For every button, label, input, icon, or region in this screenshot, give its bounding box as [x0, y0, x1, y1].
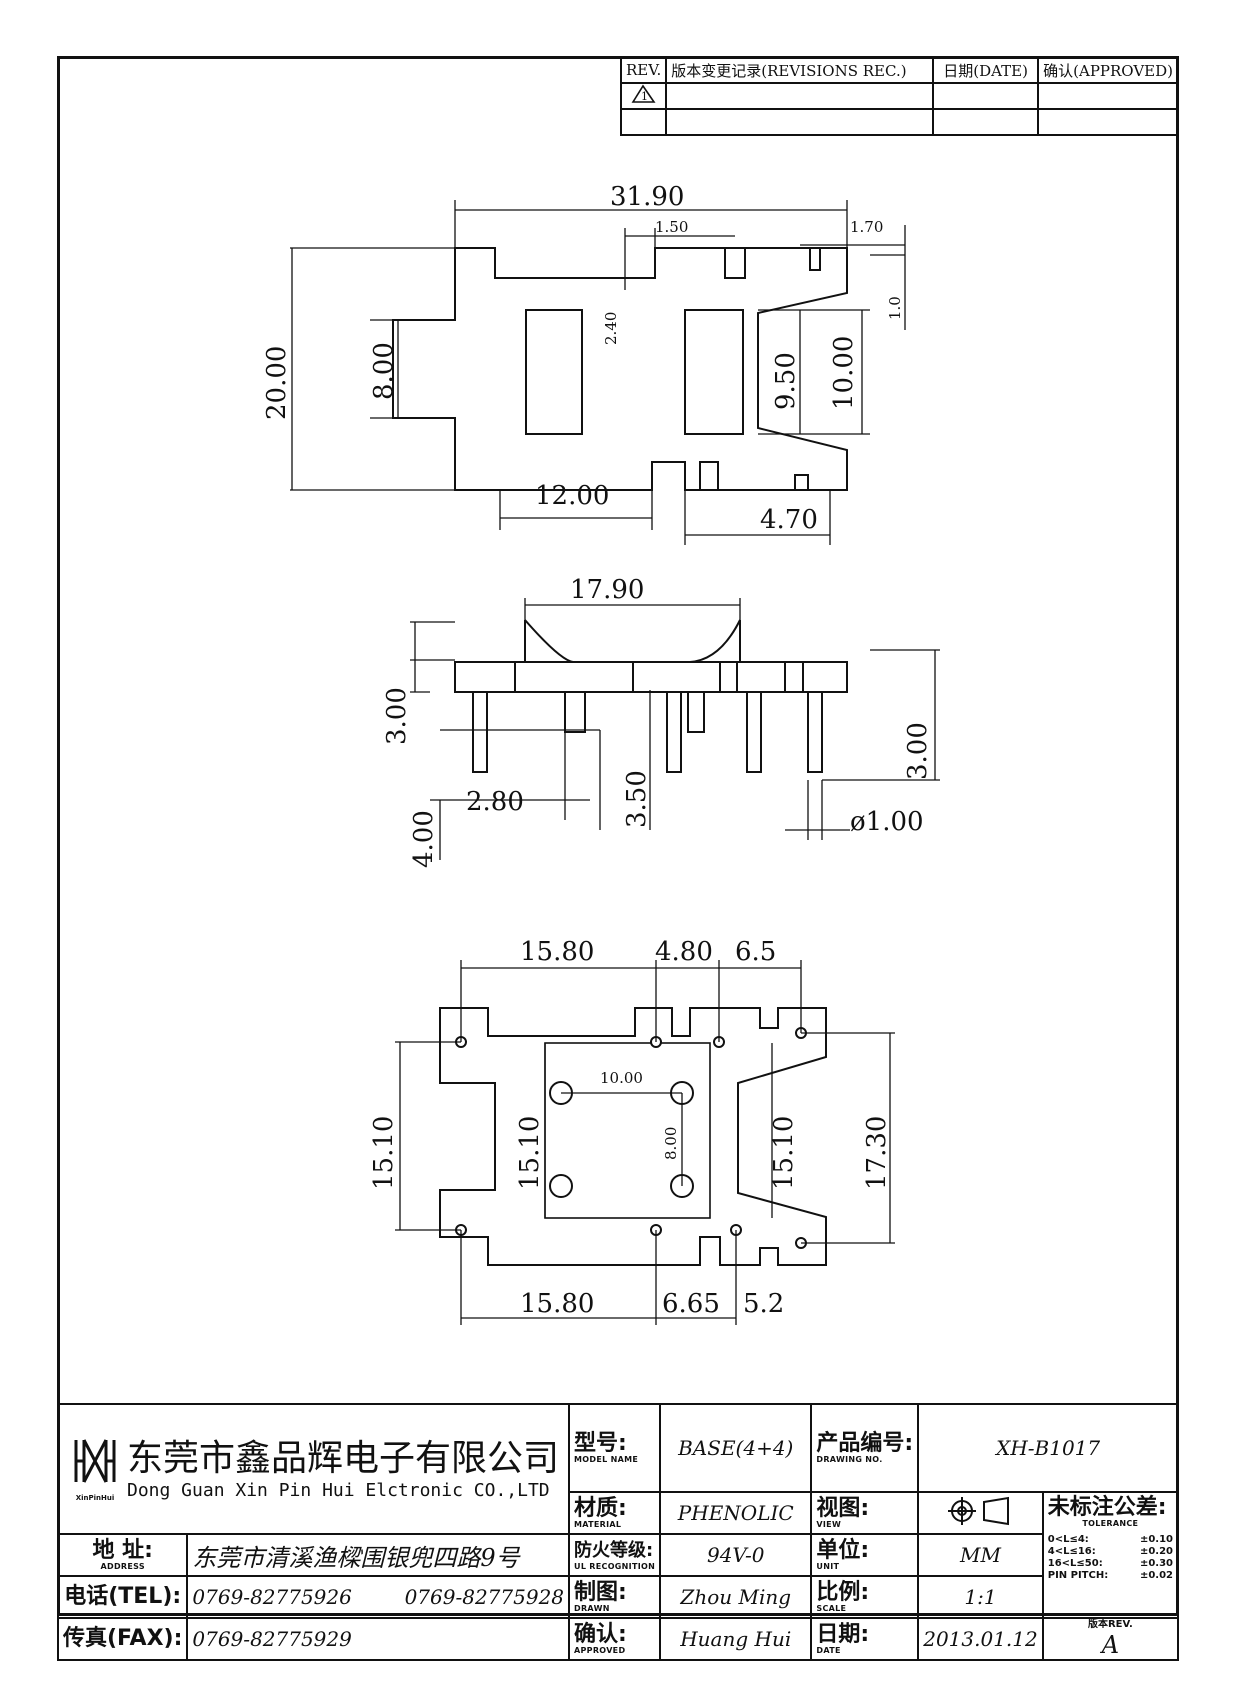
tolerance-row: 4<L≤16: ±0.20: [1048, 1546, 1173, 1558]
dim-L-label: 15.80: [520, 937, 594, 967]
technical-drawing: 31.90 20.00 8.00 12.00 9.50 10.00 4.70 1…: [262, 182, 940, 1325]
unit-label-cell: 单位:UNIT: [810, 1533, 920, 1577]
rev-symbol-text: 1: [641, 90, 648, 103]
dim-O-label: 15.10: [369, 1116, 399, 1190]
logo-text: XinPinHui: [75, 1494, 115, 1502]
projection-symbol-cell: [917, 1491, 1044, 1535]
address-label-cell: 地 址:ADDRESS: [56, 1533, 189, 1577]
tolerance-value: ±0.20: [1139, 1546, 1173, 1557]
tolerance-row: 0<L≤4: ±0.10: [1048, 1534, 1173, 1546]
approved-value: Huang Hui: [659, 1617, 813, 1661]
dim-F-label: 17.90: [570, 575, 644, 605]
dim-4_70-label: 4.70: [760, 505, 818, 535]
tolerance-range: 4<L≤16:: [1047, 1546, 1096, 1557]
dim-B-label: 20.00: [262, 346, 292, 420]
rev-label: 版本REV.: [1087, 1619, 1133, 1630]
drawing-no-value: XH-B1017: [917, 1403, 1179, 1493]
rev-header: REV.: [619, 56, 668, 84]
dim-J-label: 3.50: [622, 770, 652, 828]
company-logo: XinPinHui: [63, 1436, 127, 1502]
company-name-cn: 东莞市鑫品辉电子有限公司: [127, 1437, 560, 1479]
rev-value: A: [1101, 1631, 1120, 1659]
tel-values: 0769-82775926 0769-82775928: [186, 1575, 571, 1619]
fire-value: 94V-0: [659, 1533, 813, 1577]
dim-S-label: 15.80: [520, 1289, 594, 1319]
dim-R-label: 17.30: [862, 1116, 892, 1190]
dim-1_0-label: 1.0: [886, 296, 904, 320]
tel-label: 电话(TEL):: [56, 1575, 189, 1619]
projection-symbol-icon: [948, 1496, 1010, 1526]
material-value: PHENOLIC: [659, 1491, 813, 1535]
dim-E-label: 10.00: [829, 336, 859, 410]
dim-4_00-label: 4.00: [409, 810, 439, 868]
fax-label: 传真(FAX):: [56, 1617, 189, 1661]
date-header: 日期(DATE): [932, 56, 1040, 84]
drawing-no-label-cell: 产品编号:DRAWING NO.: [810, 1403, 920, 1493]
scale-label-cell: 比例:SCALE: [810, 1575, 920, 1619]
dim-10_00-label: 10.00: [600, 1069, 643, 1087]
drawn-value: Zhou Ming: [659, 1575, 813, 1619]
tolerance-value: ±0.30: [1139, 1558, 1173, 1569]
view-label-cell: 视图:VIEW: [810, 1491, 920, 1535]
model-value: BASE(4+4): [659, 1403, 813, 1493]
dim-T-label: 6.65: [662, 1289, 720, 1319]
top-view: 31.90 20.00 8.00 12.00 9.50 10.00 4.70 1…: [262, 182, 906, 545]
bottom-view: 15.80 4.80 6.5 15.10 15.10 15.10 17.30 1…: [369, 937, 895, 1325]
dim-8_00-label: 8.00: [662, 1127, 680, 1160]
dim-9_50-label: 9.50: [771, 352, 801, 410]
dim-2_40-label: 2.40: [602, 312, 620, 345]
dim-G-label: 3.00: [382, 687, 412, 745]
dim-N-label: 6.5: [735, 937, 776, 967]
dim-H-label: 2.80: [466, 787, 524, 817]
dim-I-label: 3.00: [903, 722, 933, 780]
dim-M-label: 4.80: [655, 937, 713, 967]
tolerance-range: 16<L≤50:: [1047, 1558, 1103, 1569]
date-value: 2013.01.12: [917, 1617, 1044, 1661]
approved-label-cell: 确认:APPROVED: [568, 1617, 662, 1661]
unit-value: MM: [917, 1533, 1044, 1577]
model-label-cell: 型号:MODEL NAME: [568, 1403, 662, 1493]
company-name-en: Dong Guan Xin Pin Hui Elctronic CO.,LTD: [127, 1479, 550, 1501]
dim-A-label: 31.90: [610, 182, 684, 212]
tolerance-value: ±0.02: [1139, 1570, 1173, 1581]
revision-table: REV. 版本变更记录(REVISIONS REC.) 日期(DATE) 确认(…: [619, 56, 1179, 136]
company-cell: XinPinHui 东莞市鑫品辉电子有限公司 Dong Guan Xin Pin…: [56, 1403, 571, 1535]
scale-value: 1:1: [917, 1575, 1044, 1619]
fax-value: 0769-82775929: [186, 1617, 571, 1661]
tel-2: 0769-82775928: [404, 1585, 565, 1609]
dim-1_70-label: 1.70: [850, 218, 883, 236]
dim-K-label: ø1.00: [850, 807, 924, 837]
dim-D-label: 12.00: [535, 481, 609, 511]
dim-1_50-label: 1.50: [655, 218, 688, 236]
tolerance-row: 16<L≤50: ±0.30: [1048, 1558, 1173, 1570]
tolerance-range: 0<L≤4:: [1047, 1534, 1089, 1545]
dim-U-label: 5.2: [743, 1289, 784, 1319]
side-view: 17.90 3.00 2.80 3.50 3.00 ø1.00 4.00: [382, 575, 940, 868]
title-block: XinPinHui 东莞市鑫品辉电子有限公司 Dong Guan Xin Pin…: [56, 1403, 1180, 1661]
rev-symbol-cell: 1: [619, 82, 668, 110]
material-label-cell: 材质:MATERIAL: [568, 1491, 662, 1535]
logo-icon: [74, 1439, 116, 1483]
drawn-label-cell: 制图:DRAWN: [568, 1575, 662, 1619]
date-label-cell: 日期:DATE: [810, 1617, 920, 1661]
address-value: 东莞市清溪渔樑围银兜四路9号: [186, 1533, 571, 1577]
tel-1: 0769-82775926: [192, 1585, 352, 1609]
tolerance-value: ±0.10: [1139, 1534, 1173, 1545]
revisions-header: 版本变更记录(REVISIONS REC.): [665, 56, 935, 84]
dim-Q-label: 15.10: [769, 1116, 799, 1190]
tolerance-range: PIN PITCH:: [1047, 1570, 1109, 1581]
dim-P-label: 15.10: [515, 1116, 545, 1190]
rev-triangle-icon: 1: [631, 84, 656, 103]
fire-label-cell: 防火等级:UL RECOGNITION: [568, 1533, 662, 1577]
tolerance-row: PIN PITCH: ±0.02: [1048, 1570, 1173, 1582]
approved-header: 确认(APPROVED): [1037, 56, 1179, 84]
rev-cell: 版本REV. A: [1041, 1617, 1180, 1661]
dim-C-label: 8.00: [369, 342, 399, 400]
